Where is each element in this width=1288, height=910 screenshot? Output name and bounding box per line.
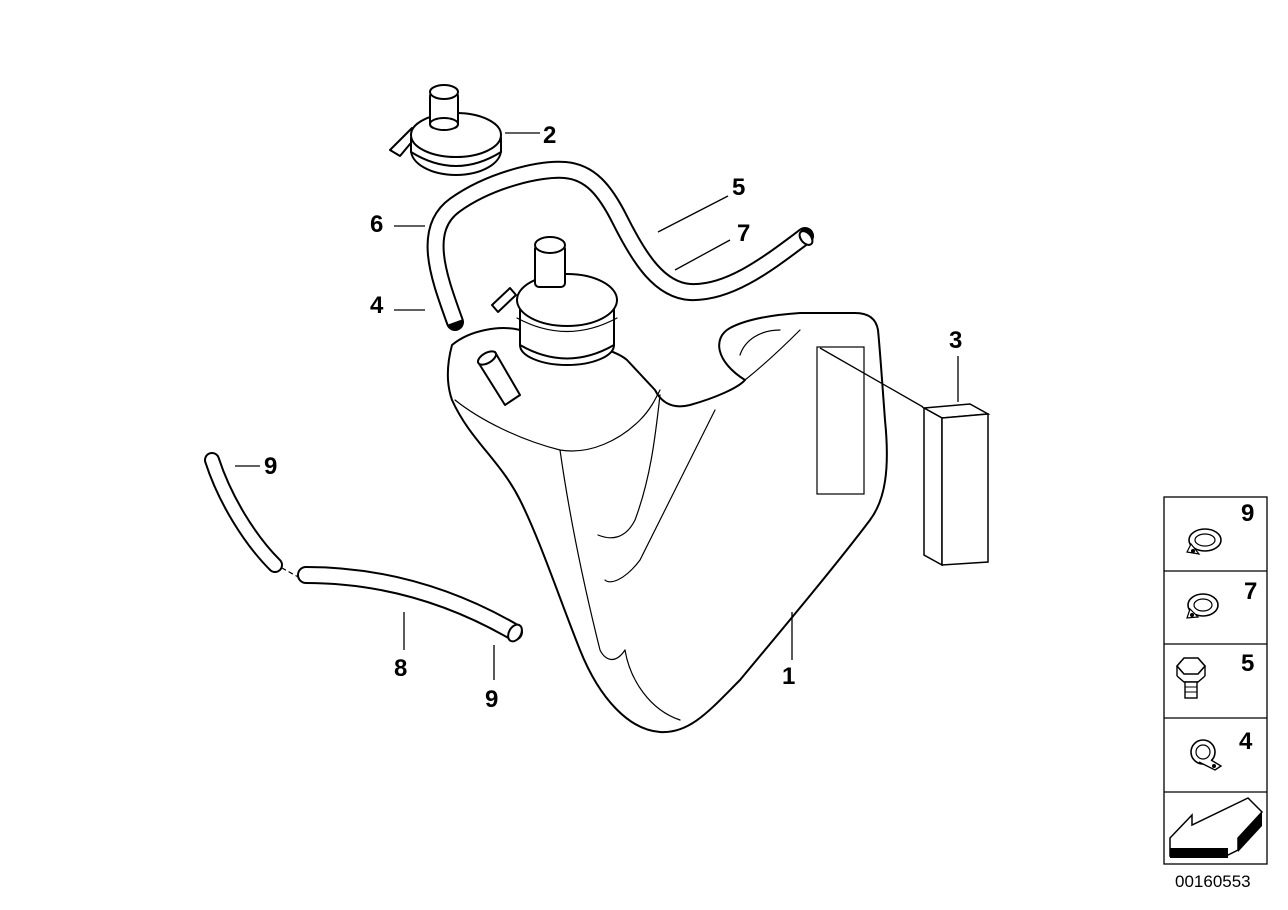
legend-number-7: 7	[1244, 578, 1257, 605]
legend-item-7: 7	[1186, 578, 1257, 619]
callout-2: 2	[543, 122, 556, 149]
legend-item-9: 9	[1186, 500, 1254, 555]
callout-5: 5	[732, 174, 745, 201]
part-1-reservoir	[446, 236, 888, 734]
cable-clip-icon	[1190, 739, 1223, 771]
legend-number-5: 5	[1241, 650, 1254, 677]
callout-4: 4	[370, 292, 384, 319]
legend-number-9: 9	[1241, 500, 1254, 527]
legend-item-4: 4	[1190, 728, 1253, 771]
part-2-cap	[389, 84, 502, 176]
leader-lines	[235, 132, 959, 680]
hex-bolt-icon	[1175, 657, 1207, 699]
callout-3: 3	[949, 327, 962, 354]
reservoir-pump	[491, 236, 618, 366]
hose-clamp-icon	[1186, 593, 1219, 619]
callout-6: 6	[370, 211, 383, 238]
callout-9-upper: 9	[264, 453, 277, 480]
diagram-reference-number: 00160553	[1175, 872, 1251, 891]
part-9-hose-short	[204, 452, 283, 573]
direction-arrow-icon	[1169, 797, 1264, 858]
legend-panel: 9 7 5	[1163, 496, 1268, 865]
callout-1: 1	[782, 663, 795, 690]
part-8-hose-long	[297, 566, 523, 643]
hose-clamp-icon	[1186, 528, 1222, 555]
part-3-foam-block	[819, 347, 991, 567]
callout-8: 8	[394, 655, 407, 682]
hose-part-4-6	[426, 160, 814, 331]
legend-number-4: 4	[1239, 728, 1253, 755]
legend-item-5: 5	[1175, 650, 1254, 699]
callout-9-lower: 9	[485, 686, 498, 713]
callout-7: 7	[737, 220, 750, 247]
reservoir-spout	[476, 350, 521, 406]
